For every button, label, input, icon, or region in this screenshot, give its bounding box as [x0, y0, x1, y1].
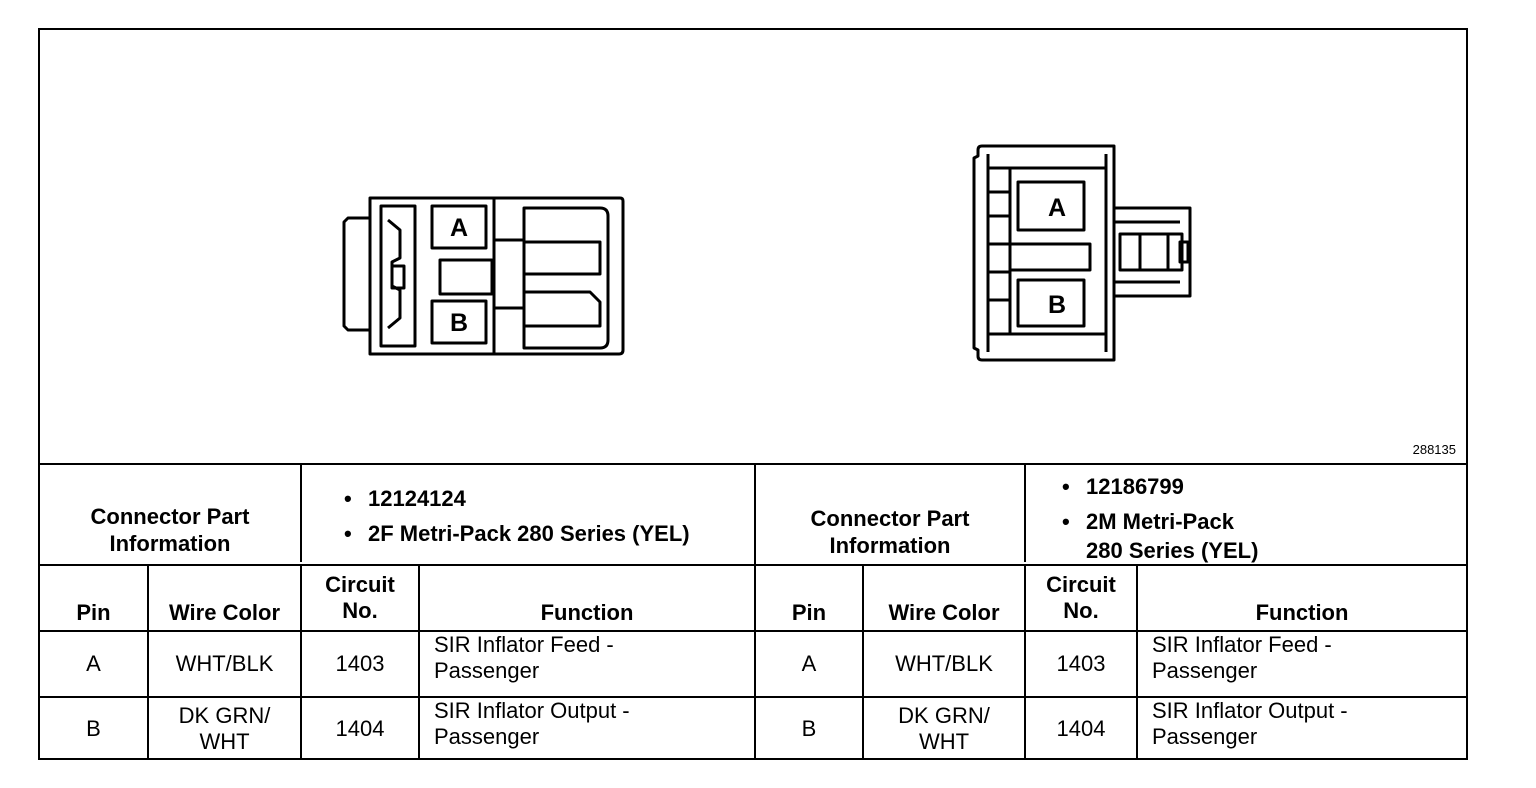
figure-id: 288135	[1412, 442, 1456, 457]
grid-line	[754, 465, 756, 760]
info-label-line: Information	[829, 533, 951, 558]
wire-color-line: WHT/BLK	[175, 651, 274, 676]
left-pin-a-label: A	[450, 214, 468, 242]
header-line: No.	[1063, 598, 1099, 623]
info-label-line: Connector Part	[90, 504, 250, 529]
part-description: 2F Metri-Pack 280 Series (YEL)	[368, 521, 690, 546]
grid-line	[300, 564, 302, 760]
connector-drawings: A B A B	[342, 144, 1192, 362]
left-pin-b-label: B	[450, 309, 468, 337]
right-header-circuit: Circuit No.	[1026, 568, 1136, 628]
function-line: Passenger	[434, 658, 540, 683]
female-connector-drawing	[342, 196, 625, 356]
table-row-pin: B	[801, 716, 817, 741]
wire-color-line: WHT/BLK	[895, 651, 993, 676]
table-row-function: SIR Inflator Feed - Passenger	[1138, 632, 1466, 696]
right-header-pin: Pin	[791, 600, 827, 625]
part-number: 12186799	[1086, 474, 1184, 499]
function-line: Passenger	[1152, 724, 1258, 749]
wire-color-line: WHT	[199, 729, 250, 754]
part-number-item: •12124124	[344, 486, 466, 511]
table-row-pin: B	[86, 716, 101, 741]
grid-line	[418, 564, 420, 760]
table-row-circuit: 1404	[335, 716, 385, 741]
function-line: SIR Inflator Feed -	[434, 632, 614, 657]
left-header-circuit: Circuit No.	[302, 568, 418, 628]
right-part-list: •12186799 •2M Metri-Pack 280 Series (YEL…	[1062, 472, 1258, 565]
pin-b-cavity	[430, 299, 488, 345]
function-line: Passenger	[1152, 658, 1258, 683]
table-row-wire-color: WHT/BLK	[864, 632, 1024, 696]
left-connector-info-label: Connector Part Information	[40, 500, 300, 560]
right-pin-a-label: A	[1048, 194, 1066, 222]
pin-a-terminal	[1016, 180, 1086, 232]
function-line: SIR Inflator Feed -	[1152, 632, 1332, 657]
table-row-function: SIR Inflator Output - Passenger	[420, 698, 754, 760]
grid-line	[40, 564, 1466, 566]
wire-color-line: WHT	[918, 729, 970, 754]
table-row-circuit: 1404	[1056, 716, 1106, 741]
left-part-list: •12124124 •2F Metri-Pack 280 Series (YEL…	[344, 484, 690, 548]
grid-line	[40, 630, 1466, 632]
part-description-item: •2F Metri-Pack 280 Series (YEL)	[344, 521, 690, 546]
grid-line	[1024, 564, 1026, 760]
part-description: 2M Metri-Pack	[1086, 509, 1234, 534]
table-row-pin: A	[86, 651, 101, 676]
grid-line	[1024, 465, 1026, 562]
table-row-circuit: 1403	[1056, 651, 1106, 676]
part-description-item: •2M Metri-Pack	[1062, 509, 1234, 534]
left-header-pin: Pin	[76, 600, 111, 625]
male-connector-drawing	[972, 144, 1192, 362]
right-header-function: Function	[1255, 600, 1349, 625]
wire-color-line: DK GRN/	[178, 703, 271, 728]
info-label-line: Connector Part	[810, 506, 970, 531]
right-pin-b-label: B	[1048, 291, 1066, 319]
grid-line	[147, 564, 149, 760]
grid-line	[300, 465, 302, 562]
table-row-pin: A	[801, 651, 817, 676]
grid-line	[862, 564, 864, 760]
connector-diagram-area: A B A B 288135	[40, 30, 1466, 465]
table-row-function: SIR Inflator Output - Passenger	[1138, 698, 1466, 760]
table-row-wire-color: DK GRN/ WHT	[149, 698, 300, 760]
table-row-wire-color: DK GRN/ WHT	[864, 698, 1024, 760]
table-row-function: SIR Inflator Feed - Passenger	[420, 632, 754, 696]
part-description: 280 Series (YEL)	[1086, 538, 1259, 563]
connector-end-view-sheet: A B A B 288135 Connector Part Informatio…	[38, 28, 1468, 760]
right-header-wire-color: Wire Color	[888, 600, 1000, 625]
part-description-item: 280 Series (YEL)	[1062, 536, 1258, 565]
header-line: Circuit	[1046, 572, 1116, 597]
grid-line	[1136, 564, 1138, 760]
table-row-wire-color: WHT/BLK	[149, 632, 300, 696]
left-header-wire-color: Wire Color	[168, 600, 281, 625]
table-row-circuit: 1403	[335, 651, 385, 676]
function-line: Passenger	[434, 724, 540, 749]
pin-b-terminal	[1016, 278, 1086, 328]
wire-color-line: DK GRN/	[898, 703, 990, 728]
part-number-item: •12186799	[1062, 474, 1184, 499]
right-connector-info-label: Connector Part Information	[756, 502, 1024, 562]
pin-a-cavity	[430, 204, 488, 250]
part-number: 12124124	[368, 486, 466, 511]
info-label-line: Information	[109, 531, 231, 556]
left-header-function: Function	[540, 600, 634, 625]
header-line: No.	[342, 598, 378, 623]
grid-line	[40, 696, 1466, 698]
function-line: SIR Inflator Output -	[434, 698, 630, 723]
header-line: Circuit	[325, 572, 395, 597]
function-line: SIR Inflator Output -	[1152, 698, 1348, 723]
